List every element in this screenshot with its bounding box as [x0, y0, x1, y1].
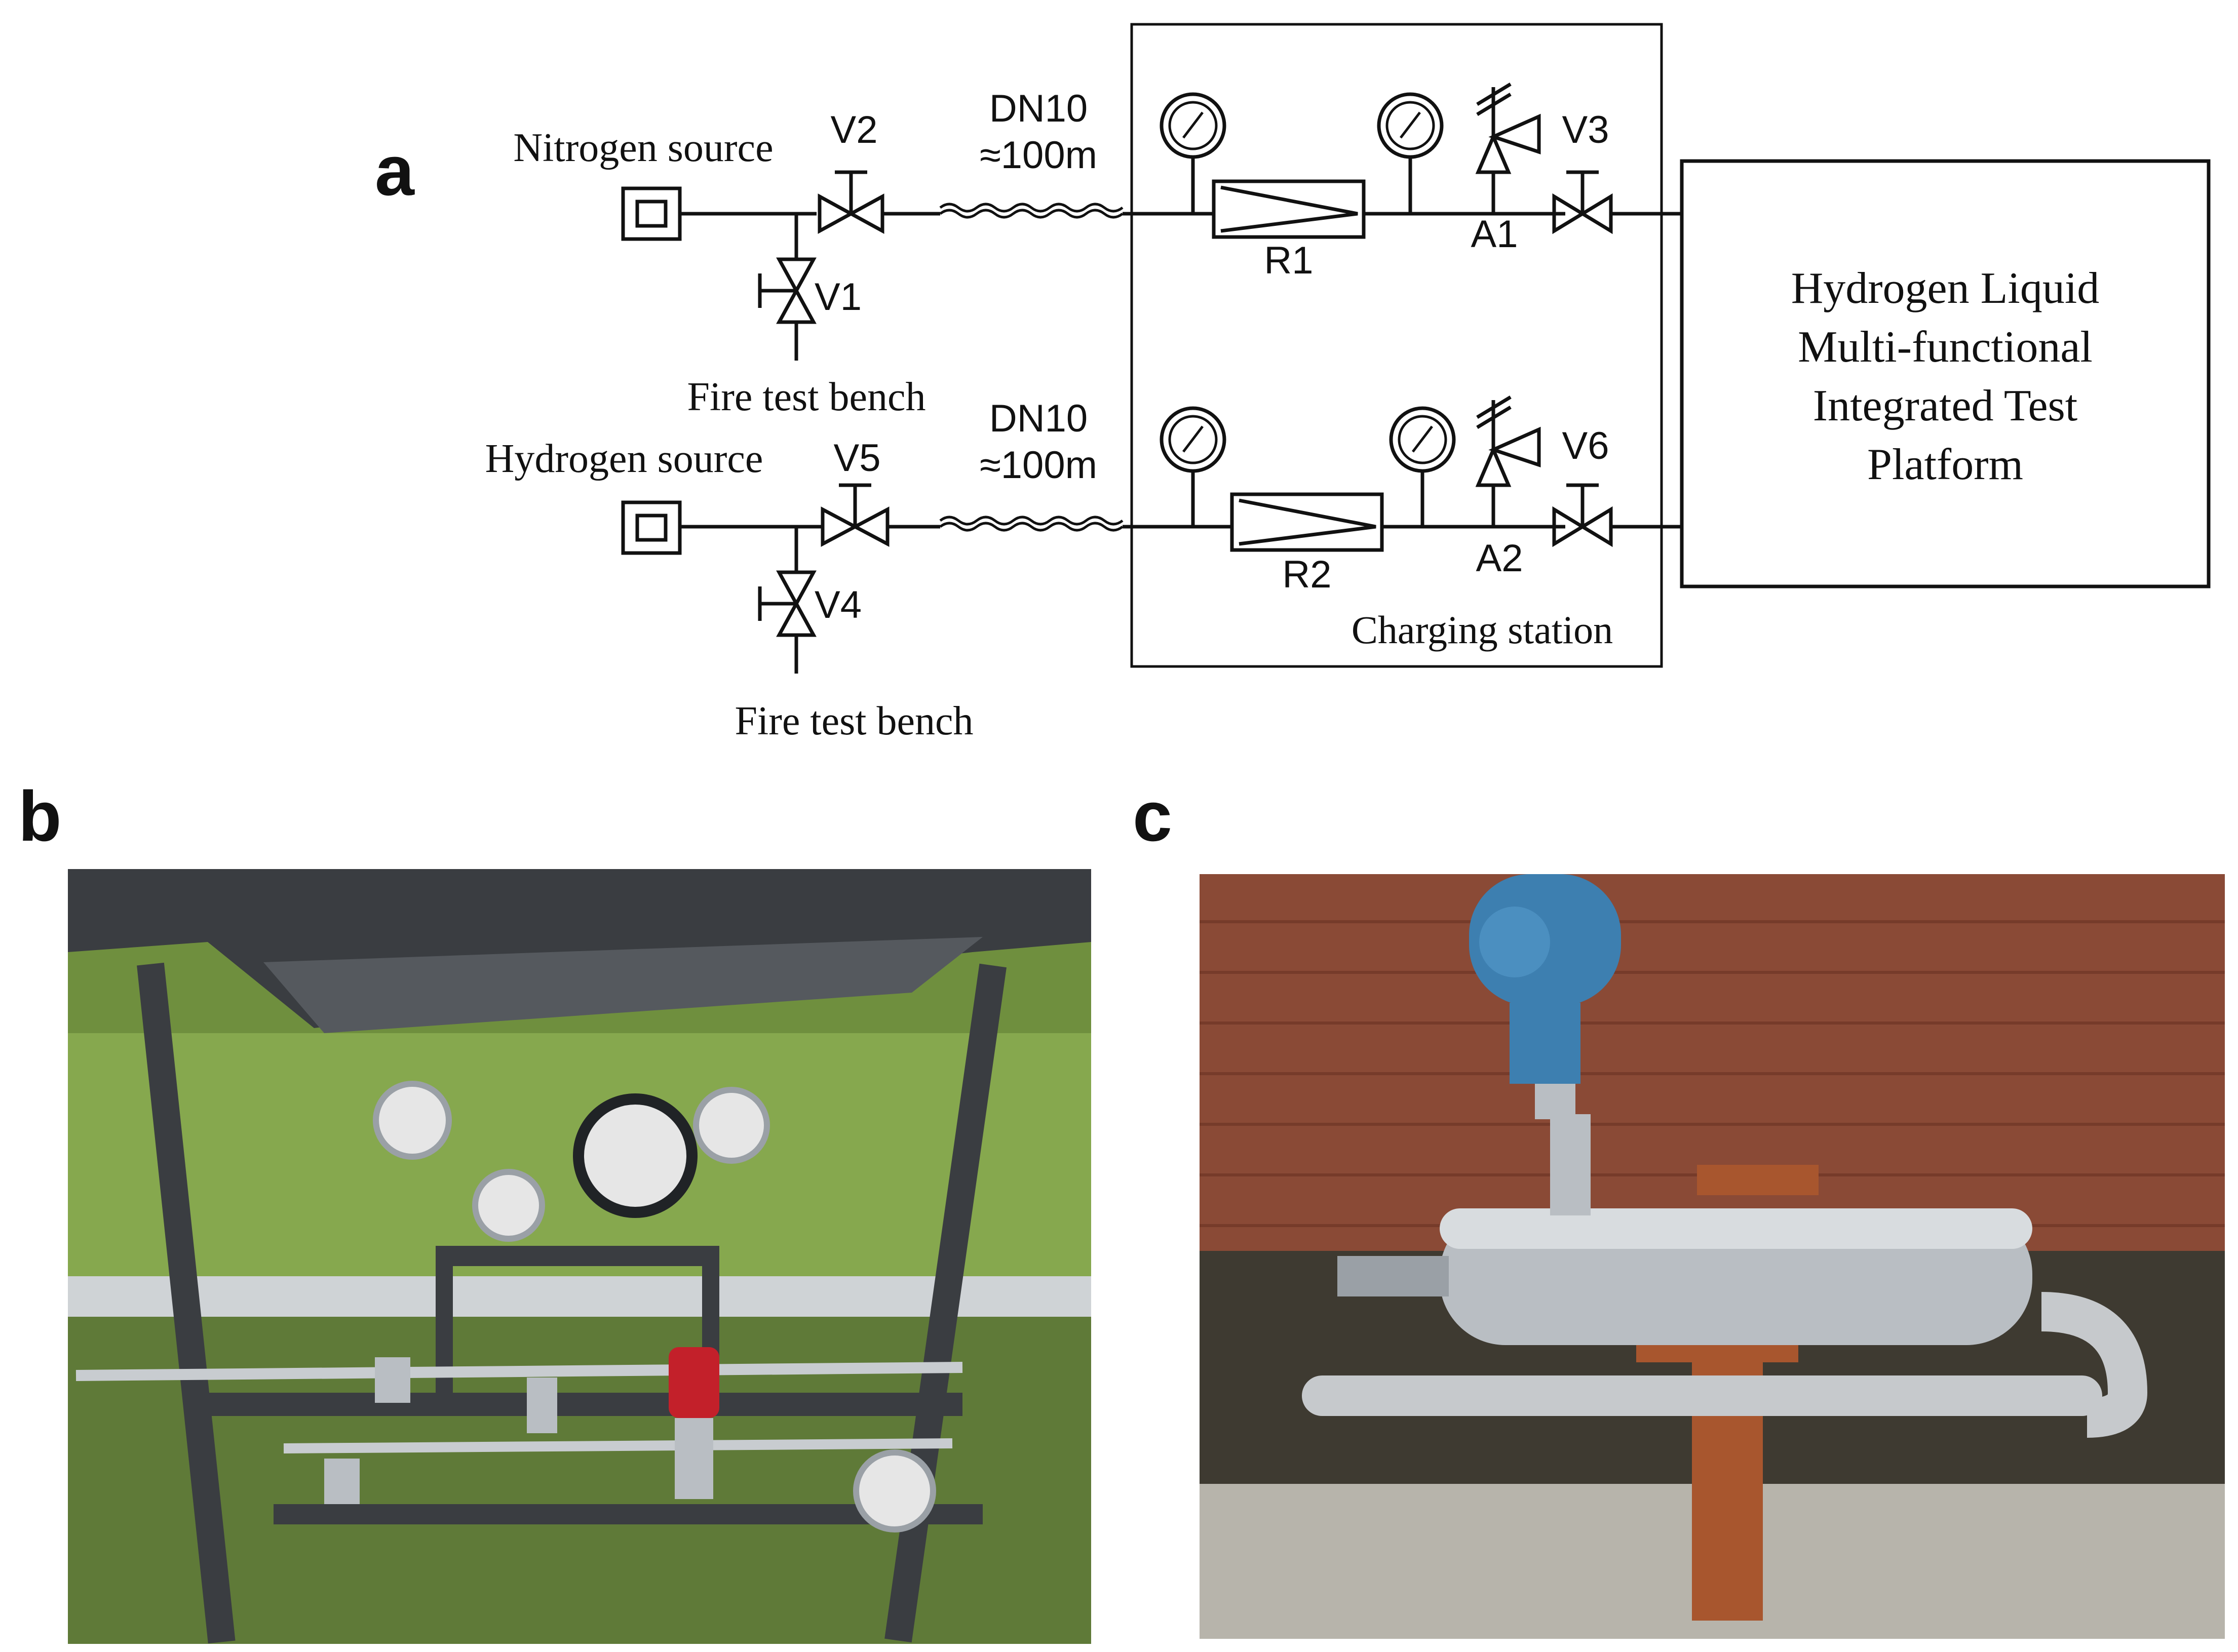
valve-v1-icon — [758, 257, 817, 324]
svg-text:Integrated Test: Integrated Test — [1813, 381, 2077, 430]
valve-v6-label: V6 — [1562, 424, 1609, 467]
panel-c: c — [1133, 776, 2225, 1639]
pressure-gauge-icon — [1389, 406, 1456, 527]
regulator-r2-icon — [1230, 492, 1384, 552]
panel-letter-a: a — [375, 131, 415, 210]
panel-a: a Nitrogen source V2 DN10 ≈100m — [375, 23, 2211, 743]
valve-v5-label: V5 — [834, 437, 881, 480]
fire-test-bench-label-1: Fire test bench — [687, 375, 926, 419]
valve-v1-label: V1 — [815, 276, 862, 319]
test-platform-box — [1680, 159, 2211, 588]
valve-v2-icon — [818, 170, 884, 234]
fire-test-bench-label-2: Fire test bench — [735, 699, 974, 743]
long-pipe-wave-icon — [939, 203, 1124, 219]
valve-v5-icon — [821, 483, 890, 547]
nitrogen-source-icon — [621, 186, 682, 241]
pipe-length-label: ≈100m — [980, 444, 1097, 487]
test-platform-label: Hydrogen Liquid Multi-functional Integra… — [1791, 264, 2100, 489]
relief-valve-a1-label: A1 — [1471, 213, 1518, 256]
svg-text:Hydrogen Liquid: Hydrogen Liquid — [1791, 264, 2100, 313]
long-pipe-wave-icon — [939, 516, 1124, 532]
valve-v6-icon — [1552, 483, 1613, 547]
regulator-r1-label: R1 — [1264, 239, 1313, 282]
nitrogen-source-label: Nitrogen source — [513, 126, 773, 170]
valve-v3-label: V3 — [1562, 108, 1609, 151]
regulator-r2-label: R2 — [1282, 553, 1331, 596]
regulator-r1-icon — [1212, 179, 1366, 239]
hydrogen-line: Hydrogen source V5 DN10 ≈100m — [485, 396, 1681, 743]
relief-valve-a1-icon — [1475, 83, 1541, 214]
valve-v4-icon — [758, 570, 817, 637]
pressure-gauge-icon — [1377, 92, 1444, 214]
valve-v3-icon — [1552, 170, 1613, 234]
test-vessel-photo — [1200, 874, 2225, 1639]
valve-v2-label: V2 — [831, 108, 878, 151]
hydrogen-source-label: Hydrogen source — [485, 437, 763, 481]
pipe-length-label: ≈100m — [980, 134, 1097, 177]
charging-station-box — [1130, 23, 1663, 668]
pipe-size-label: DN10 — [989, 87, 1088, 130]
pressure-gauge-icon — [1160, 406, 1226, 527]
svg-text:Platform: Platform — [1867, 440, 2023, 489]
pressure-gauge-icon — [1160, 92, 1226, 214]
pipe-size-label: DN10 — [989, 397, 1088, 440]
hydrogen-source-icon — [621, 500, 682, 555]
charging-station-photo — [68, 869, 1091, 1644]
valve-v4-label: V4 — [815, 583, 862, 626]
nitrogen-line: Nitrogen source V2 DN10 ≈100m — [513, 83, 1681, 419]
charging-station-label: Charging station — [1352, 608, 1613, 652]
relief-valve-a2-label: A2 — [1476, 537, 1523, 580]
relief-valve-a2-icon — [1475, 396, 1541, 527]
panel-letter-c: c — [1133, 776, 1172, 856]
svg-text:Multi-functional: Multi-functional — [1798, 323, 2093, 372]
panel-letter-b: b — [18, 776, 62, 856]
panel-b: b — [18, 776, 1091, 1644]
